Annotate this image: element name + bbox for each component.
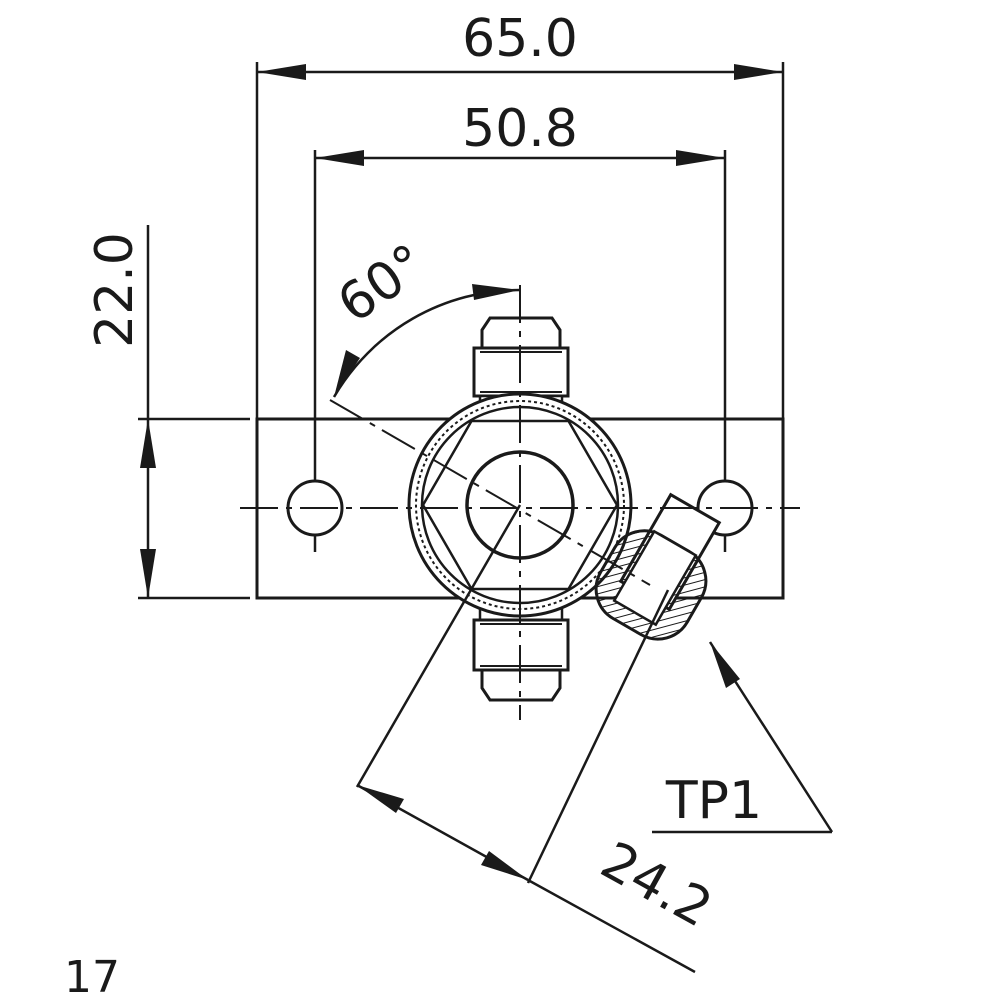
dimension-overall-width-label: 65.0 bbox=[462, 9, 578, 69]
dimension-overall-width: 65.0 bbox=[255, 9, 785, 418]
dimension-angle-label: 60° bbox=[327, 233, 437, 335]
dimension-height-label: 22.0 bbox=[85, 232, 145, 348]
test-port-label: TP1 bbox=[665, 771, 762, 831]
dimension-port-offset-label: 24.2 bbox=[591, 831, 721, 940]
test-port-leader: TP1 bbox=[652, 641, 834, 834]
centerlines bbox=[240, 285, 800, 720]
hex-nut bbox=[421, 419, 619, 591]
dimension-hole-spacing-label: 50.8 bbox=[462, 99, 578, 159]
dimension-height: 22.0 bbox=[85, 225, 250, 600]
page-number: 17 bbox=[64, 952, 120, 1000]
test-port bbox=[594, 492, 722, 641]
